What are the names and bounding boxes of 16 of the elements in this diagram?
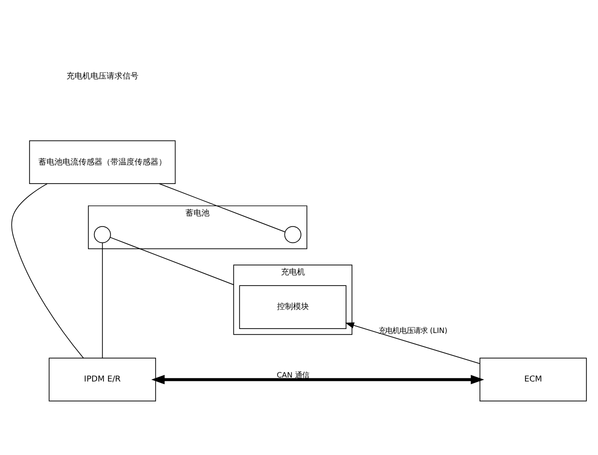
cluster: 蓄电池: [88, 204, 308, 249]
connector: [102, 242, 103, 358]
arrow: [151, 374, 484, 384]
edge-label: CAN 通信: [276, 370, 309, 379]
node-box: 蓄电池电流传感器（带温度传感器）: [29, 140, 176, 184]
label: 充电机电压请求信号: [66, 70, 138, 80]
node-circle: [94, 226, 111, 243]
connector: [110, 236, 234, 285]
node-circle: [284, 226, 302, 243]
node-box: 控制模块: [239, 284, 346, 328]
node-box: ECM: [480, 357, 587, 401]
arrow: [345, 322, 480, 364]
node-box: IPDM E/R: [48, 357, 156, 401]
connector: [158, 182, 286, 232]
edge-label: 充电机电压请求 (LIN): [378, 326, 448, 335]
connector: [11, 182, 84, 358]
